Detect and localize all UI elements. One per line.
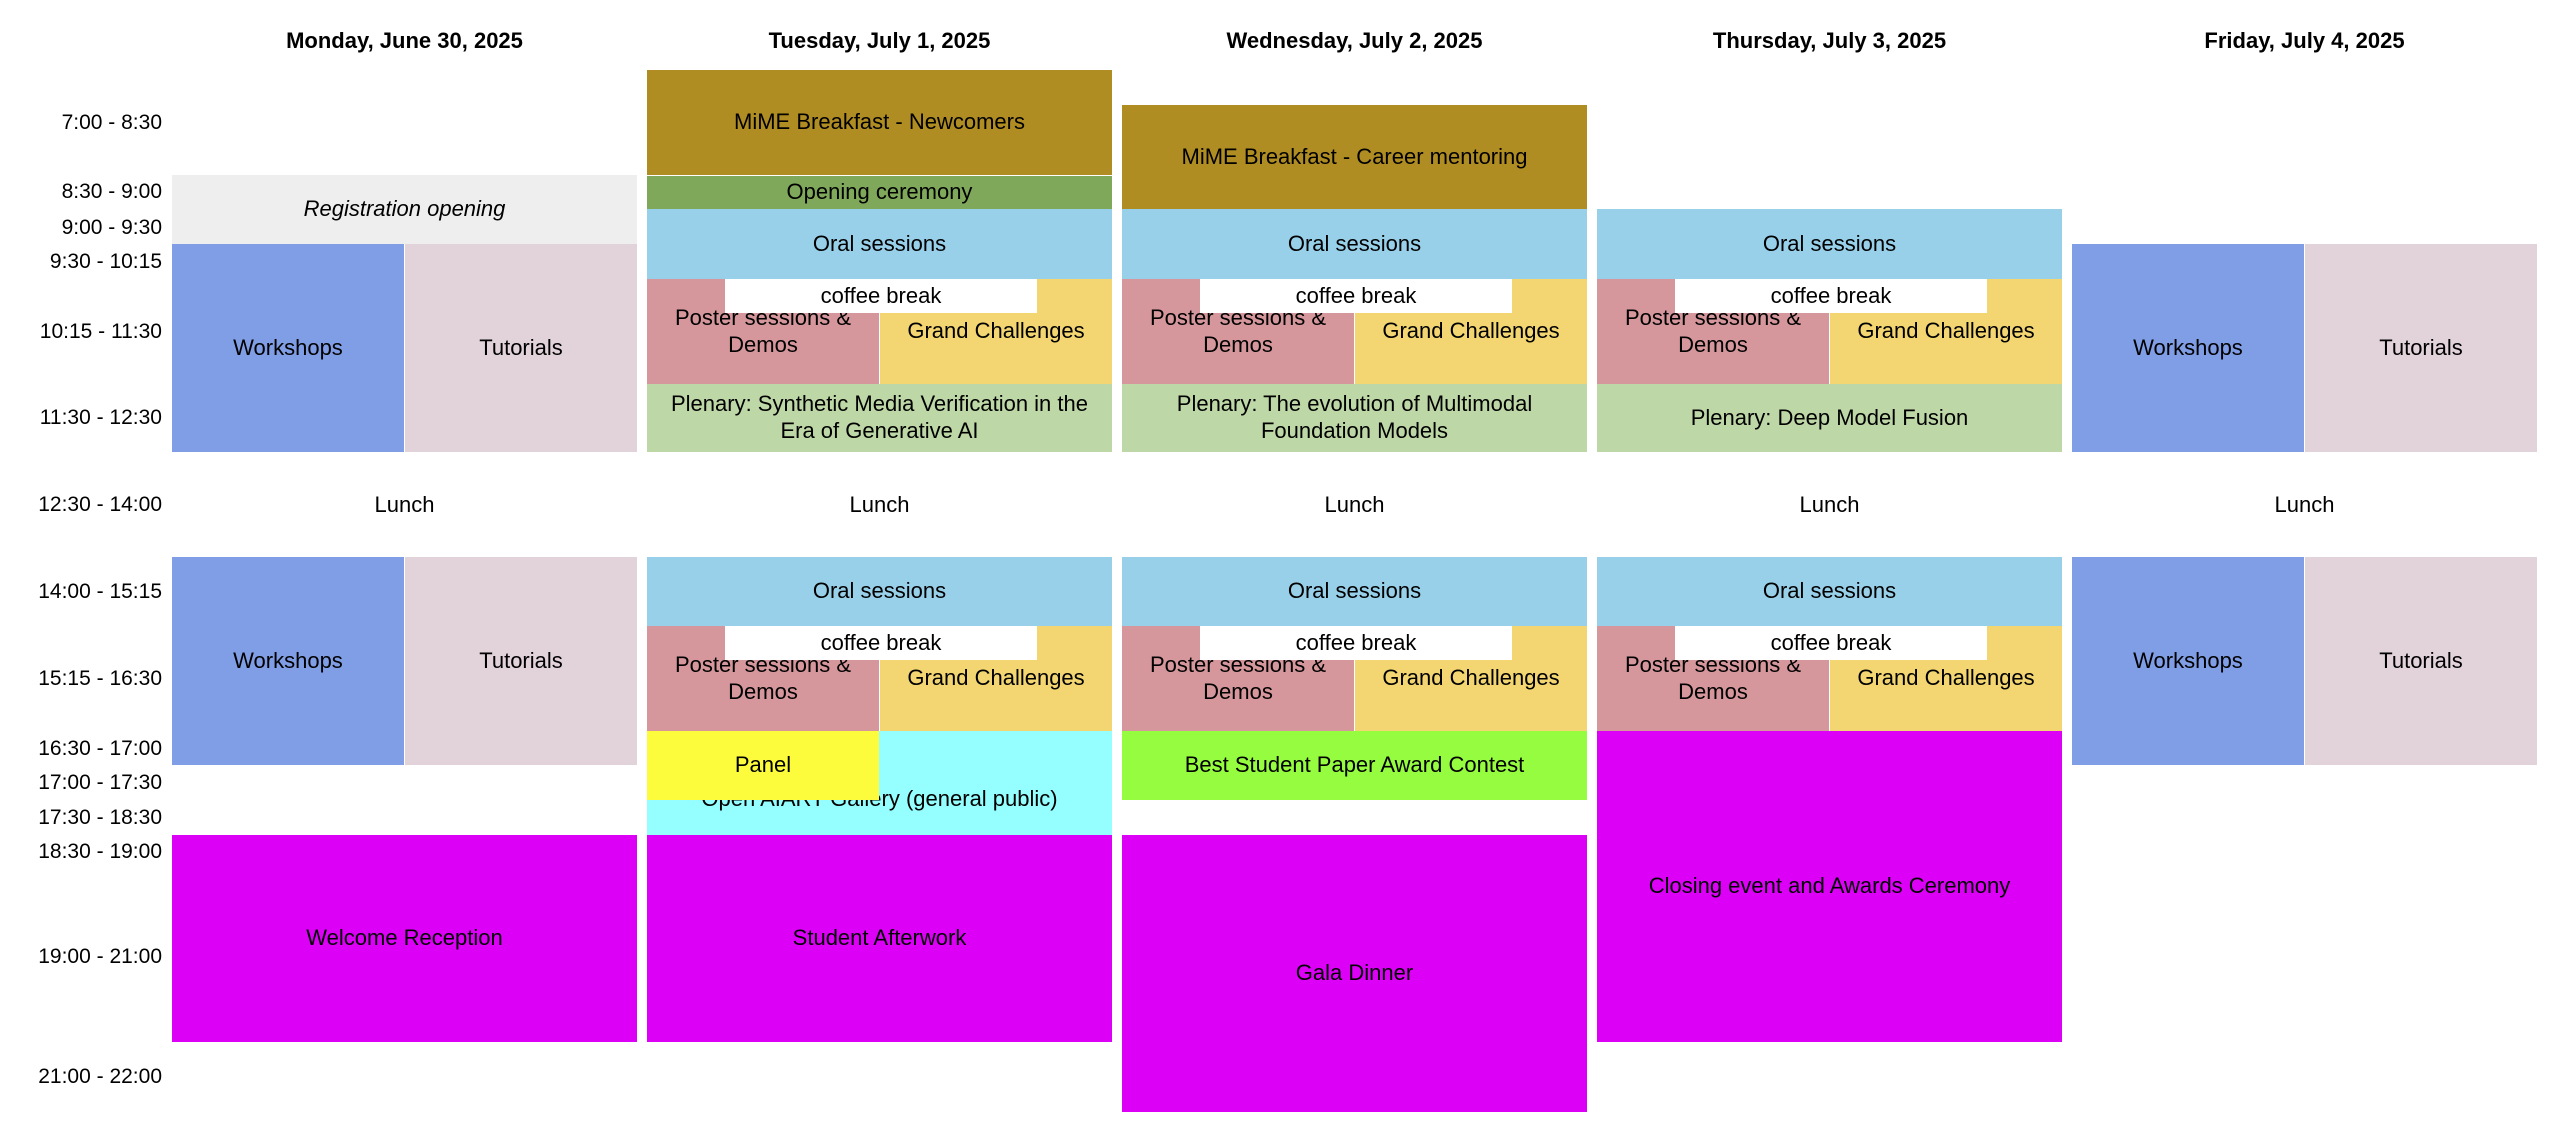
monday-registration[interactable]: Registration opening (172, 175, 637, 244)
time-label: 7:00 - 8:30 (61, 111, 162, 134)
thursday-grand-challenges-am-label: Grand Challenges (1857, 318, 2035, 344)
friday-workshops-am[interactable]: Workshops (2072, 244, 2304, 452)
thursday-lunch: Lunch (1799, 491, 1860, 517)
time-label: 17:30 - 18:30 (38, 806, 162, 829)
thursday-poster-sessions-pm-label: Poster sessions & Demos (1624, 651, 1802, 704)
time-label: 19:00 - 21:00 (38, 945, 162, 968)
monday-workshops-am-label: Workshops (233, 334, 343, 360)
wednesday-am-coffee-break: coffee break (1200, 279, 1512, 313)
time-label: 12:30 - 14:00 (38, 493, 162, 516)
time-label: 10:15 - 11:30 (39, 320, 162, 343)
monday-workshops-am[interactable]: Workshops (172, 244, 404, 452)
monday-workshops-pm[interactable]: Workshops (172, 557, 404, 765)
friday-tutorials-am[interactable]: Tutorials (2305, 244, 2537, 452)
tuesday-oral-sessions-pm[interactable]: Oral sessions (647, 557, 1112, 626)
wednesday-pm-coffee-break: coffee break (1200, 626, 1512, 660)
thursday-plenary[interactable]: Plenary: Deep Model Fusion (1597, 384, 2062, 452)
wednesday-best-student-paper-label: Best Student Paper Award Contest (1184, 752, 1525, 778)
time-label: 16:30 - 17:00 (38, 737, 162, 760)
friday-tutorials-am-label: Tutorials (2379, 334, 2463, 360)
tuesday-opening-ceremony[interactable]: Opening ceremony (647, 176, 1112, 209)
tuesday-breakfast-label: MiME Breakfast - Newcomers (734, 109, 1025, 135)
wednesday-best-student-paper[interactable]: Best Student Paper Award Contest (1122, 731, 1587, 800)
monday-lunch: Lunch (374, 491, 435, 517)
time-label: 14:00 - 15:15 (38, 580, 162, 603)
thursday-oral-sessions-pm-label: Oral sessions (1762, 578, 1897, 604)
tuesday-oral-sessions-am[interactable]: Oral sessions (647, 209, 1112, 279)
tuesday-panel-label: Panel (734, 752, 792, 778)
wednesday-oral-sessions-am-label: Oral sessions (1287, 230, 1422, 256)
thursday-plenary-label: Plenary: Deep Model Fusion (1690, 404, 1969, 430)
tuesday-grand-challenges-am-label: Grand Challenges (907, 318, 1085, 344)
thursday-oral-sessions-am-label: Oral sessions (1762, 230, 1897, 256)
day-header-monday: Monday, June 30, 2025 (286, 28, 523, 53)
tuesday-pm-coffee-break: coffee break (725, 626, 1037, 660)
thursday-closing-event-label: Closing event and Awards Ceremony (1648, 873, 2011, 899)
time-label: 15:15 - 16:30 (38, 667, 162, 690)
tuesday-student-afterwork-label: Student Afterwork (792, 925, 967, 951)
monday-tutorials-pm-label: Tutorials (479, 647, 563, 673)
wednesday-breakfast-label: MiME Breakfast - Career mentoring (1181, 143, 1528, 169)
wednesday-plenary[interactable]: Plenary: The evolution of Multimodal Fou… (1122, 384, 1587, 452)
monday-welcome-reception[interactable]: Welcome Reception (172, 835, 637, 1042)
monday-registration-label: Registration opening (303, 196, 506, 222)
monday-tutorials-pm[interactable]: Tutorials (405, 557, 637, 765)
wednesday-gala-dinner-label: Gala Dinner (1295, 960, 1414, 986)
thursday-oral-sessions-pm[interactable]: Oral sessions (1597, 557, 2062, 626)
monday-tutorials-am[interactable]: Tutorials (405, 244, 637, 452)
friday-workshops-pm[interactable]: Workshops (2072, 557, 2304, 765)
day-header-wednesday: Wednesday, July 2, 2025 (1226, 28, 1483, 53)
wednesday-oral-sessions-pm-label: Oral sessions (1287, 578, 1422, 604)
wednesday-plenary-label: Plenary: The evolution of Multimodal Fou… (1176, 391, 1533, 443)
friday-workshops-am-label: Workshops (2133, 334, 2243, 360)
day-header-tuesday: Tuesday, July 1, 2025 (768, 28, 991, 53)
monday-workshops-pm-label: Workshops (233, 647, 343, 673)
friday-lunch: Lunch (2274, 491, 2335, 517)
thursday-closing-event[interactable]: Closing event and Awards Ceremony (1597, 731, 2062, 1042)
wednesday-lunch: Lunch (1324, 491, 1385, 517)
tuesday-oral-sessions-am-label: Oral sessions (812, 230, 947, 256)
wednesday-oral-sessions-pm[interactable]: Oral sessions (1122, 557, 1587, 626)
monday-welcome-reception-label: Welcome Reception (306, 925, 503, 951)
time-label: 8:30 - 9:00 (61, 180, 162, 203)
day-header-thursday: Thursday, July 3, 2025 (1712, 28, 1947, 53)
monday-tutorials-am-label: Tutorials (479, 334, 563, 360)
tuesday-am-coffee-break: coffee break (725, 279, 1037, 313)
tuesday-plenary[interactable]: Plenary: Synthetic Media Verification in… (647, 384, 1112, 452)
wednesday-gala-dinner[interactable]: Gala Dinner (1122, 835, 1587, 1112)
tuesday-plenary-label: Plenary: Synthetic Media Verification in… (670, 391, 1088, 443)
time-label: 11:30 - 12:30 (39, 406, 162, 429)
thursday-pm-coffee-break: coffee break (1675, 626, 1987, 660)
time-label: 17:00 - 17:30 (38, 771, 162, 794)
tuesday-oral-sessions-pm-label: Oral sessions (812, 578, 947, 604)
tuesday-student-afterwork[interactable]: Student Afterwork (647, 835, 1112, 1042)
time-label: 9:00 - 9:30 (61, 216, 162, 239)
tuesday-lunch: Lunch (849, 491, 910, 517)
tuesday-breakfast[interactable]: MiME Breakfast - Newcomers (647, 70, 1112, 175)
thursday-grand-challenges-pm-label: Grand Challenges (1857, 665, 2035, 691)
friday-workshops-pm-label: Workshops (2133, 647, 2243, 673)
tuesday-grand-challenges-pm-label: Grand Challenges (907, 665, 1085, 691)
friday-tutorials-pm[interactable]: Tutorials (2305, 557, 2537, 765)
tuesday-panel[interactable]: Panel (647, 731, 879, 800)
tuesday-opening-ceremony-label: Opening ceremony (786, 179, 973, 205)
time-label: 21:00 - 22:00 (38, 1065, 162, 1088)
time-label: 18:30 - 19:00 (38, 840, 162, 863)
wednesday-breakfast[interactable]: MiME Breakfast - Career mentoring (1122, 105, 1587, 209)
wednesday-grand-challenges-pm-label: Grand Challenges (1382, 665, 1560, 691)
time-label: 9:30 - 10:15 (49, 250, 162, 273)
thursday-am-coffee-break: coffee break (1675, 279, 1987, 313)
thursday-oral-sessions-am[interactable]: Oral sessions (1597, 209, 2062, 279)
day-header-friday: Friday, July 4, 2025 (2204, 28, 2405, 53)
wednesday-oral-sessions-am[interactable]: Oral sessions (1122, 209, 1587, 279)
friday-tutorials-pm-label: Tutorials (2379, 647, 2463, 673)
wednesday-grand-challenges-am-label: Grand Challenges (1382, 318, 1560, 344)
